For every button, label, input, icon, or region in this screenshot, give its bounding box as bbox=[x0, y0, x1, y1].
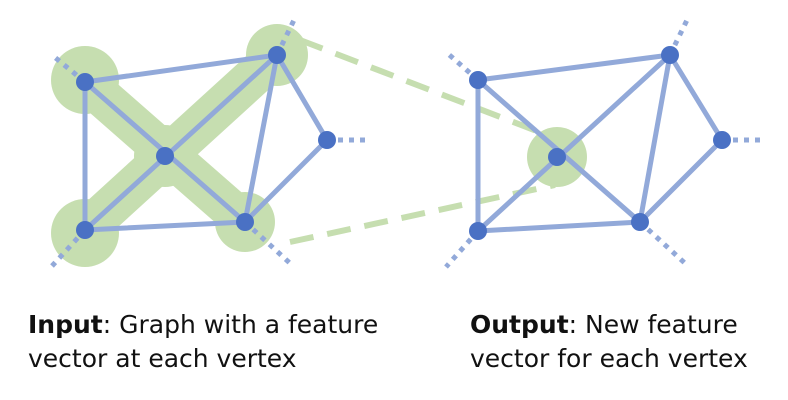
mapping-connectors bbox=[289, 37, 557, 245]
output-dotted-stubs bbox=[444, 16, 763, 269]
output-node bbox=[631, 213, 649, 231]
output-caption: Output: New feature vector for each vert… bbox=[470, 308, 780, 376]
input-caption: Input: Graph with a feature vector at ea… bbox=[28, 308, 408, 376]
input-node bbox=[318, 131, 336, 149]
output-graph bbox=[444, 16, 763, 269]
output-node bbox=[469, 71, 487, 89]
output-node-center bbox=[548, 148, 566, 166]
output-caption-rest: : New feature bbox=[568, 310, 738, 339]
graph-diagram bbox=[50, 16, 763, 269]
input-node bbox=[236, 213, 254, 231]
input-caption-line1: Input: Graph with a feature bbox=[28, 308, 408, 342]
output-caption-heading: Output bbox=[470, 310, 569, 339]
input-node-center bbox=[156, 147, 174, 165]
input-graph bbox=[50, 16, 368, 268]
input-node bbox=[268, 46, 286, 64]
input-dotted-stubs bbox=[50, 16, 368, 268]
input-node bbox=[76, 221, 94, 239]
output-caption-line2: vector for each vertex bbox=[470, 344, 748, 373]
input-node bbox=[76, 73, 94, 91]
input-caption-heading: Input bbox=[28, 310, 103, 339]
input-edges bbox=[82, 52, 330, 233]
input-caption-rest: : Graph with a feature bbox=[102, 310, 379, 339]
output-node bbox=[661, 46, 679, 64]
input-caption-line2: vector at each vertex bbox=[28, 344, 297, 373]
output-node bbox=[469, 222, 487, 240]
output-node bbox=[713, 131, 731, 149]
output-edges bbox=[475, 52, 725, 234]
output-caption-line1: Output: New feature bbox=[470, 308, 780, 342]
